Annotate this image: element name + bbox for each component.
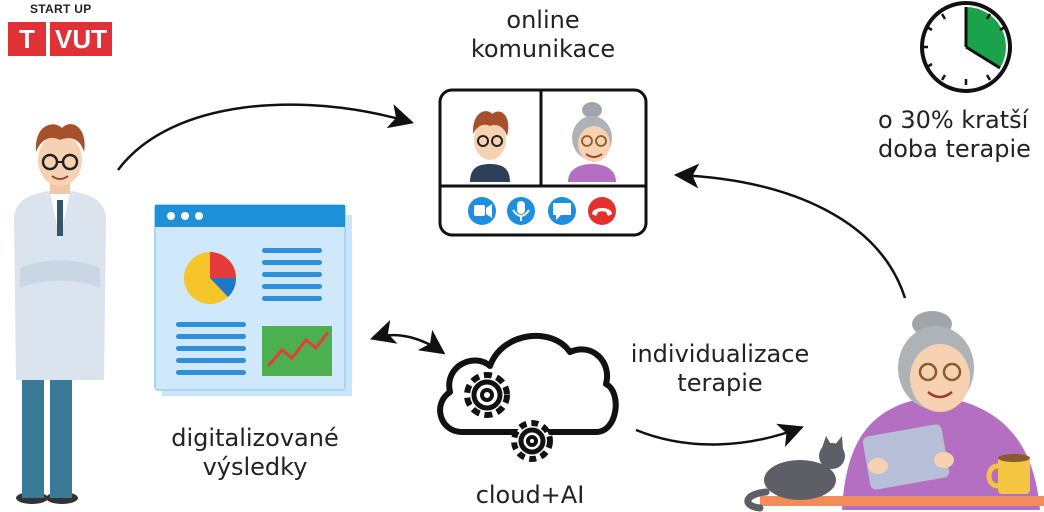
chat-icon[interactable] [548, 197, 576, 225]
call-participant-grandmother [568, 102, 616, 182]
camera-icon[interactable] [468, 197, 496, 225]
cat [744, 436, 845, 512]
label-line: digitalizované [171, 424, 339, 452]
call-participant-doctor [470, 111, 510, 182]
label-line: o 30% kratší [878, 106, 1029, 134]
arrow-report-cloud [370, 319, 446, 355]
microphone-icon[interactable] [507, 197, 535, 225]
grandmother-with-tablet [760, 311, 1044, 510]
label-line: online [506, 6, 580, 34]
logo-startup-label: START UP [30, 2, 92, 16]
video-call-window [438, 88, 648, 237]
label-line: komunikace [470, 35, 616, 63]
label-line: terapie [677, 369, 763, 397]
arrow-doctor-to-call [116, 103, 415, 171]
label-line: doba terapie [878, 135, 1031, 163]
arrow-cloud-to-patient [635, 423, 804, 448]
coffee-mug [986, 454, 1030, 494]
pie-chart-icon [184, 252, 237, 304]
label-online-communication: online komunikace [448, 6, 638, 64]
label-individual-therapy: individualizace terapie [615, 340, 825, 398]
doctor [14, 124, 106, 504]
label-line: individualizace [630, 340, 810, 368]
report-document [154, 204, 352, 396]
timer-icon [920, 1, 1012, 93]
cloud-gears-icon [437, 333, 619, 462]
logo-vut-block: VUT [50, 22, 112, 56]
arrow-patient-to-call [673, 163, 907, 299]
label-digital-results: digitalizované výsledky [150, 424, 360, 482]
label-shorter-therapy: o 30% kratší doba terapie [878, 106, 1044, 164]
line-chart-icon [262, 326, 332, 376]
end-call-icon[interactable] [588, 197, 616, 225]
logo-t-block: T [8, 22, 46, 56]
label-line: výsledky [202, 453, 308, 481]
label-cloud-ai: cloud+AI [475, 481, 585, 509]
